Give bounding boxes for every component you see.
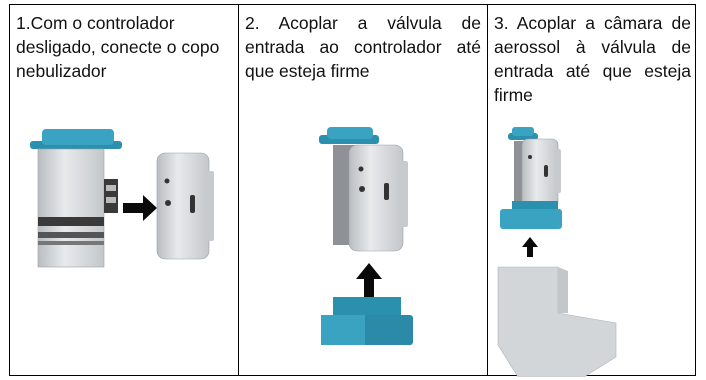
step-1-illustration bbox=[30, 129, 214, 268]
step-3-illustration bbox=[497, 127, 617, 377]
right-arrow-icon bbox=[123, 195, 157, 221]
up-arrow-icon bbox=[356, 263, 382, 297]
column-divider bbox=[487, 5, 488, 375]
column-divider bbox=[238, 5, 239, 375]
step-3-text: 3. Acoplar a câmara de aerossol à válvul… bbox=[494, 13, 691, 105]
instruction-table: 1.Com o controlador desligado, conecte o… bbox=[9, 4, 697, 377]
step-2-text: 2. Acoplar a válvula de entrada ao contr… bbox=[245, 13, 481, 81]
inlet-valve-image bbox=[321, 297, 413, 345]
assembled-device-image bbox=[500, 127, 562, 229]
step-1-cell: 1.Com o controlador desligado, conecte o… bbox=[10, 5, 238, 375]
up-arrow-icon bbox=[522, 237, 538, 257]
step-1-text: 1.Com o controlador desligado, conecte o… bbox=[16, 13, 220, 81]
nebulizer-cup-image bbox=[30, 129, 122, 268]
controller-image bbox=[156, 152, 214, 260]
assembled-device-image bbox=[319, 127, 408, 252]
step-2-cell: 2. Acoplar a válvula de entrada ao contr… bbox=[239, 5, 487, 375]
aerosol-chamber-image bbox=[497, 266, 617, 377]
step-2-illustration bbox=[319, 127, 413, 345]
step-3-cell: 3. Acoplar a câmara de aerossol à válvul… bbox=[488, 5, 697, 377]
